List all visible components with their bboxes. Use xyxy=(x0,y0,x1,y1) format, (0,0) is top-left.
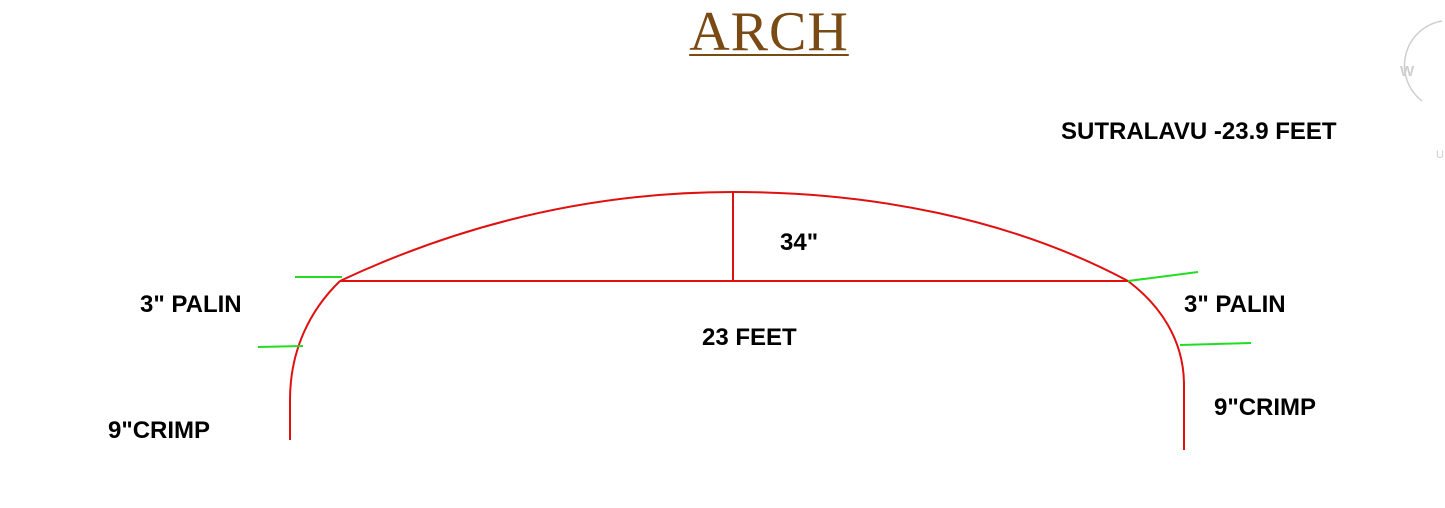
crimp-label-right: 9"CRIMP xyxy=(1214,394,1317,421)
palin-marker-right xyxy=(1127,271,1199,282)
view-cube-ring xyxy=(1403,20,1443,102)
crimp-marker-right xyxy=(1179,342,1252,346)
palin-label-right: 3" PALIN xyxy=(1184,291,1286,318)
length-label: SUTRALAVU -23.9 FEET xyxy=(1061,118,1337,145)
view-cube-bottom-label: U xyxy=(1436,149,1444,161)
palin-label-left: 3" PALIN xyxy=(140,291,242,318)
right-shoulder-curve xyxy=(1127,280,1185,450)
left-shoulder-curve xyxy=(289,280,341,440)
span-label: 23 FEET xyxy=(702,324,797,351)
drawing-title: ARCH xyxy=(689,1,849,63)
crimp-marker-left xyxy=(257,345,304,348)
crimp-label-left: 9"CRIMP xyxy=(108,417,211,444)
view-cube[interactable]: W U xyxy=(1392,16,1445,166)
view-cube-west-label: W xyxy=(1400,63,1415,80)
rise-label: 34" xyxy=(780,229,819,256)
